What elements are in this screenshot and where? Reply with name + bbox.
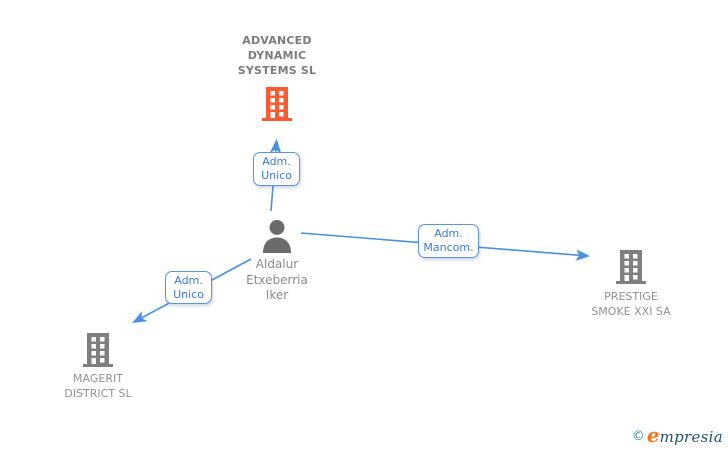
node-person-aldalur-etxeberria-iker[interactable]	[261, 219, 293, 253]
edge-label-adm-mancom[interactable]: Adm. Mancom.	[418, 224, 479, 258]
node-advanced-dynamic-systems[interactable]	[262, 87, 292, 121]
building-icon-right	[616, 250, 646, 284]
node-prestige-smoke-xxi[interactable]	[616, 250, 646, 284]
company-name-magerit-district[interactable]: MAGERIT DISTRICT SL	[64, 372, 132, 400]
company-name-prestige-smoke-xxi[interactable]: PRESTIGE SMOKE XXI SA	[591, 290, 671, 318]
empresia-logo: ©empresia	[632, 423, 723, 447]
company-name-advanced-dynamic-systems[interactable]: ADVANCED DYNAMIC SYSTEMS SL	[237, 34, 317, 77]
building-icon-left	[83, 333, 113, 367]
edge-label-adm-unico-top[interactable]: Adm. Unico	[253, 152, 300, 186]
building-icon-root	[262, 87, 292, 121]
person-name[interactable]: Aldalur Etxeberria Iker	[246, 257, 308, 302]
person-icon	[263, 220, 291, 253]
edge-label-adm-unico-left[interactable]: Adm. Unico	[165, 271, 212, 304]
copyright-icon: ©	[631, 429, 645, 444]
node-magerit-district[interactable]	[83, 333, 113, 367]
empresia-logo-initial: e	[646, 423, 660, 447]
empresia-logo-text: mpresia	[659, 428, 723, 446]
